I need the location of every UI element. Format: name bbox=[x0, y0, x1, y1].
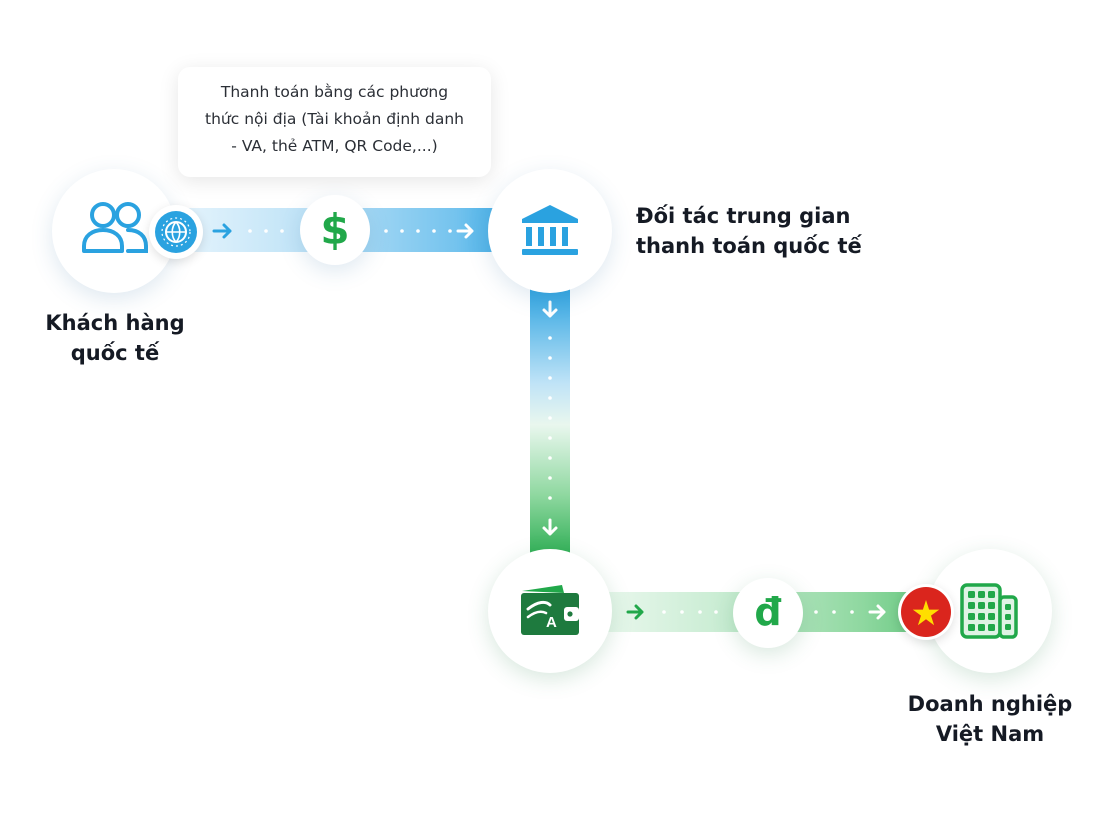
wallet-node: A bbox=[488, 549, 612, 673]
building-icon bbox=[960, 583, 1018, 639]
payment-methods-tooltip: Thanh toán bằng các phương thức nội địa … bbox=[178, 67, 491, 177]
customer-label-line: Khách hàng bbox=[45, 311, 185, 335]
customer-label: Khách hàng quốc tế bbox=[20, 308, 210, 368]
dotted-line bbox=[248, 229, 452, 233]
dong-icon: đ bbox=[754, 590, 782, 634]
globe-icon bbox=[149, 205, 203, 259]
business-label-line: Việt Nam bbox=[935, 722, 1045, 746]
payment-partner-node bbox=[488, 169, 612, 293]
business-label-line: Doanh nghiệp bbox=[907, 692, 1073, 716]
tooltip-line: Thanh toán bằng các phương bbox=[220, 83, 449, 101]
partner-label-line: thanh toán quốc tế bbox=[636, 234, 862, 258]
arrow-right-icon bbox=[212, 223, 232, 239]
tooltip-line: - VA, thẻ ATM, QR Code,...) bbox=[231, 137, 438, 155]
business-label: Doanh nghiệp Việt Nam bbox=[880, 689, 1100, 749]
partner-label-line: Đối tác trung gian bbox=[636, 204, 851, 228]
users-icon bbox=[82, 202, 148, 253]
tooltip-line: thức nội địa (Tài khoản định danh bbox=[205, 110, 464, 128]
flow-band-vertical bbox=[530, 285, 570, 565]
customer-label-line: quốc tế bbox=[70, 341, 160, 365]
arrow-right-icon bbox=[456, 223, 474, 239]
wallet-icon: A bbox=[521, 585, 579, 635]
arrow-right-icon bbox=[626, 604, 644, 620]
dotted-line bbox=[662, 610, 854, 614]
usd-currency-node: $ bbox=[300, 195, 370, 265]
dollar-icon: $ bbox=[320, 205, 350, 254]
arrow-down-icon bbox=[542, 300, 558, 318]
payment-partner-label: Đối tác trung gian thanh toán quốc tế bbox=[636, 201, 896, 261]
bank-icon bbox=[522, 205, 578, 255]
wallet-logo-letter: A bbox=[546, 614, 557, 631]
vietnam-flag-icon bbox=[898, 584, 954, 640]
arrow-right-icon bbox=[868, 604, 886, 620]
arrow-down-icon bbox=[542, 518, 558, 536]
vnd-currency-node: đ bbox=[733, 578, 803, 648]
dotted-line bbox=[548, 336, 552, 500]
